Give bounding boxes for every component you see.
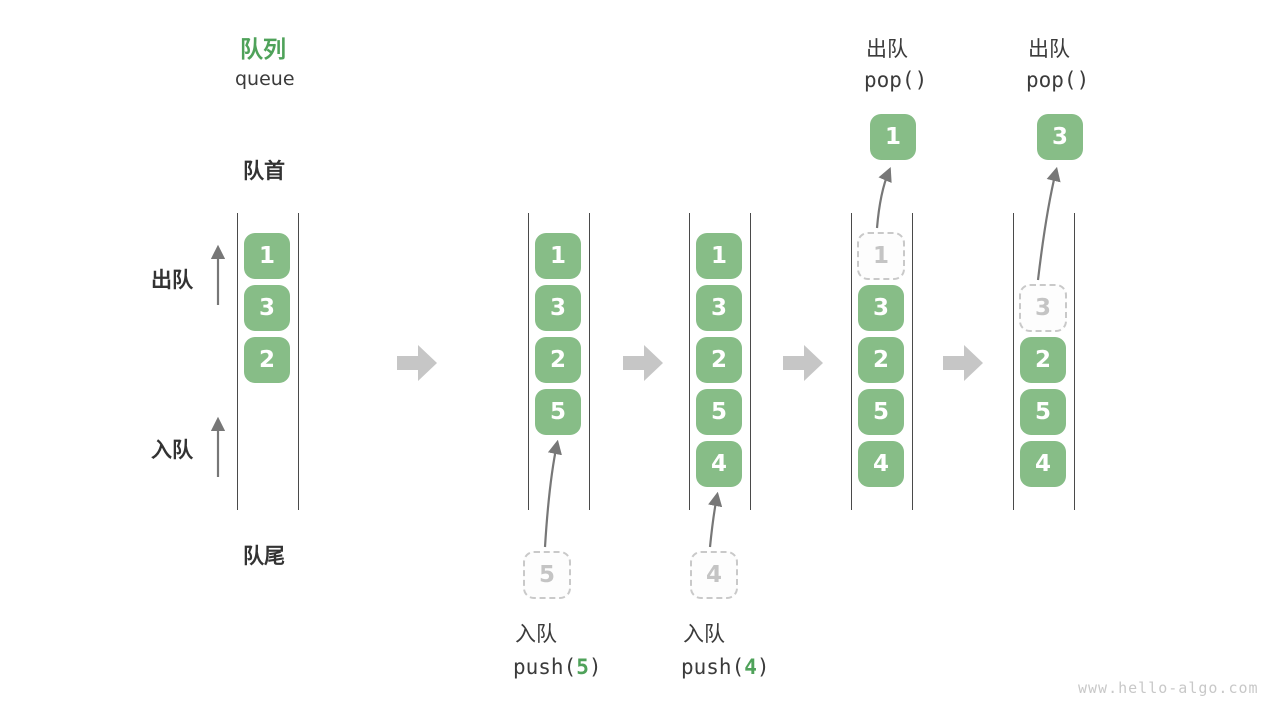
queue-cell: 1 [696,233,742,279]
enqueue-op-label: 入队 [515,622,557,646]
queue-cell: 5 [858,389,904,435]
popped-cell: 3 [1037,114,1083,160]
queue-cell: 5 [1020,389,1066,435]
enqueue-op-label: 入队 [683,622,725,646]
enqueue-op-code: push(5) [513,655,602,679]
incoming-ghost-cell: 4 [690,551,738,599]
code-post: ) [756,655,770,679]
queue-cell: 5 [696,389,742,435]
queue-stage-1: 1 3 2 [237,213,299,510]
diagram-title-en: queue [235,68,295,90]
queue-cell: 4 [696,441,742,487]
queue-cell: 1 [535,233,581,279]
popped-cell: 1 [870,114,916,160]
queue-stage-2: 1 3 2 5 [528,213,590,510]
queue-cell: 3 [696,285,742,331]
diagram-title-zh: 队列 [240,37,286,63]
queue-stage-5: 3 2 5 4 [1013,213,1075,510]
code-pre: push( [681,655,745,679]
removed-ghost-cell: 3 [1019,284,1067,332]
queue-cell: 2 [535,337,581,383]
removed-ghost-cell: 1 [857,232,905,280]
code-arg: 5 [576,655,589,679]
queue-cell: 3 [858,285,904,331]
queue-stage-3: 1 3 2 5 4 [689,213,751,510]
dequeue-op-label: 出队 [1028,37,1070,61]
dequeue-op-code: pop() [864,68,928,92]
queue-cell: 1 [244,233,290,279]
queue-cell: 2 [1020,337,1066,383]
enqueue-op-code: push(4) [681,655,770,679]
queue-cell: 4 [858,441,904,487]
queue-cell: 2 [858,337,904,383]
queue-rear-label: 队尾 [243,544,285,568]
queue-cell: 3 [244,285,290,331]
incoming-ghost-cell: 5 [523,551,571,599]
queue-cell: 3 [535,285,581,331]
dequeue-op-code: pop() [1026,68,1090,92]
code-pre: push( [513,655,577,679]
dequeue-op-label: 出队 [866,37,908,61]
queue-cell: 2 [244,337,290,383]
watermark: www.hello-algo.com [1078,679,1259,697]
code-post: ) [588,655,602,679]
enqueue-side-label: 入队 [151,438,193,462]
queue-cell: 4 [1020,441,1066,487]
queue-cell: 5 [535,389,581,435]
queue-stage-4: 1 3 2 5 4 [851,213,913,510]
queue-front-label: 队首 [243,159,285,183]
queue-cell: 2 [696,337,742,383]
dequeue-side-label: 出队 [151,268,193,292]
code-arg: 4 [744,655,757,679]
